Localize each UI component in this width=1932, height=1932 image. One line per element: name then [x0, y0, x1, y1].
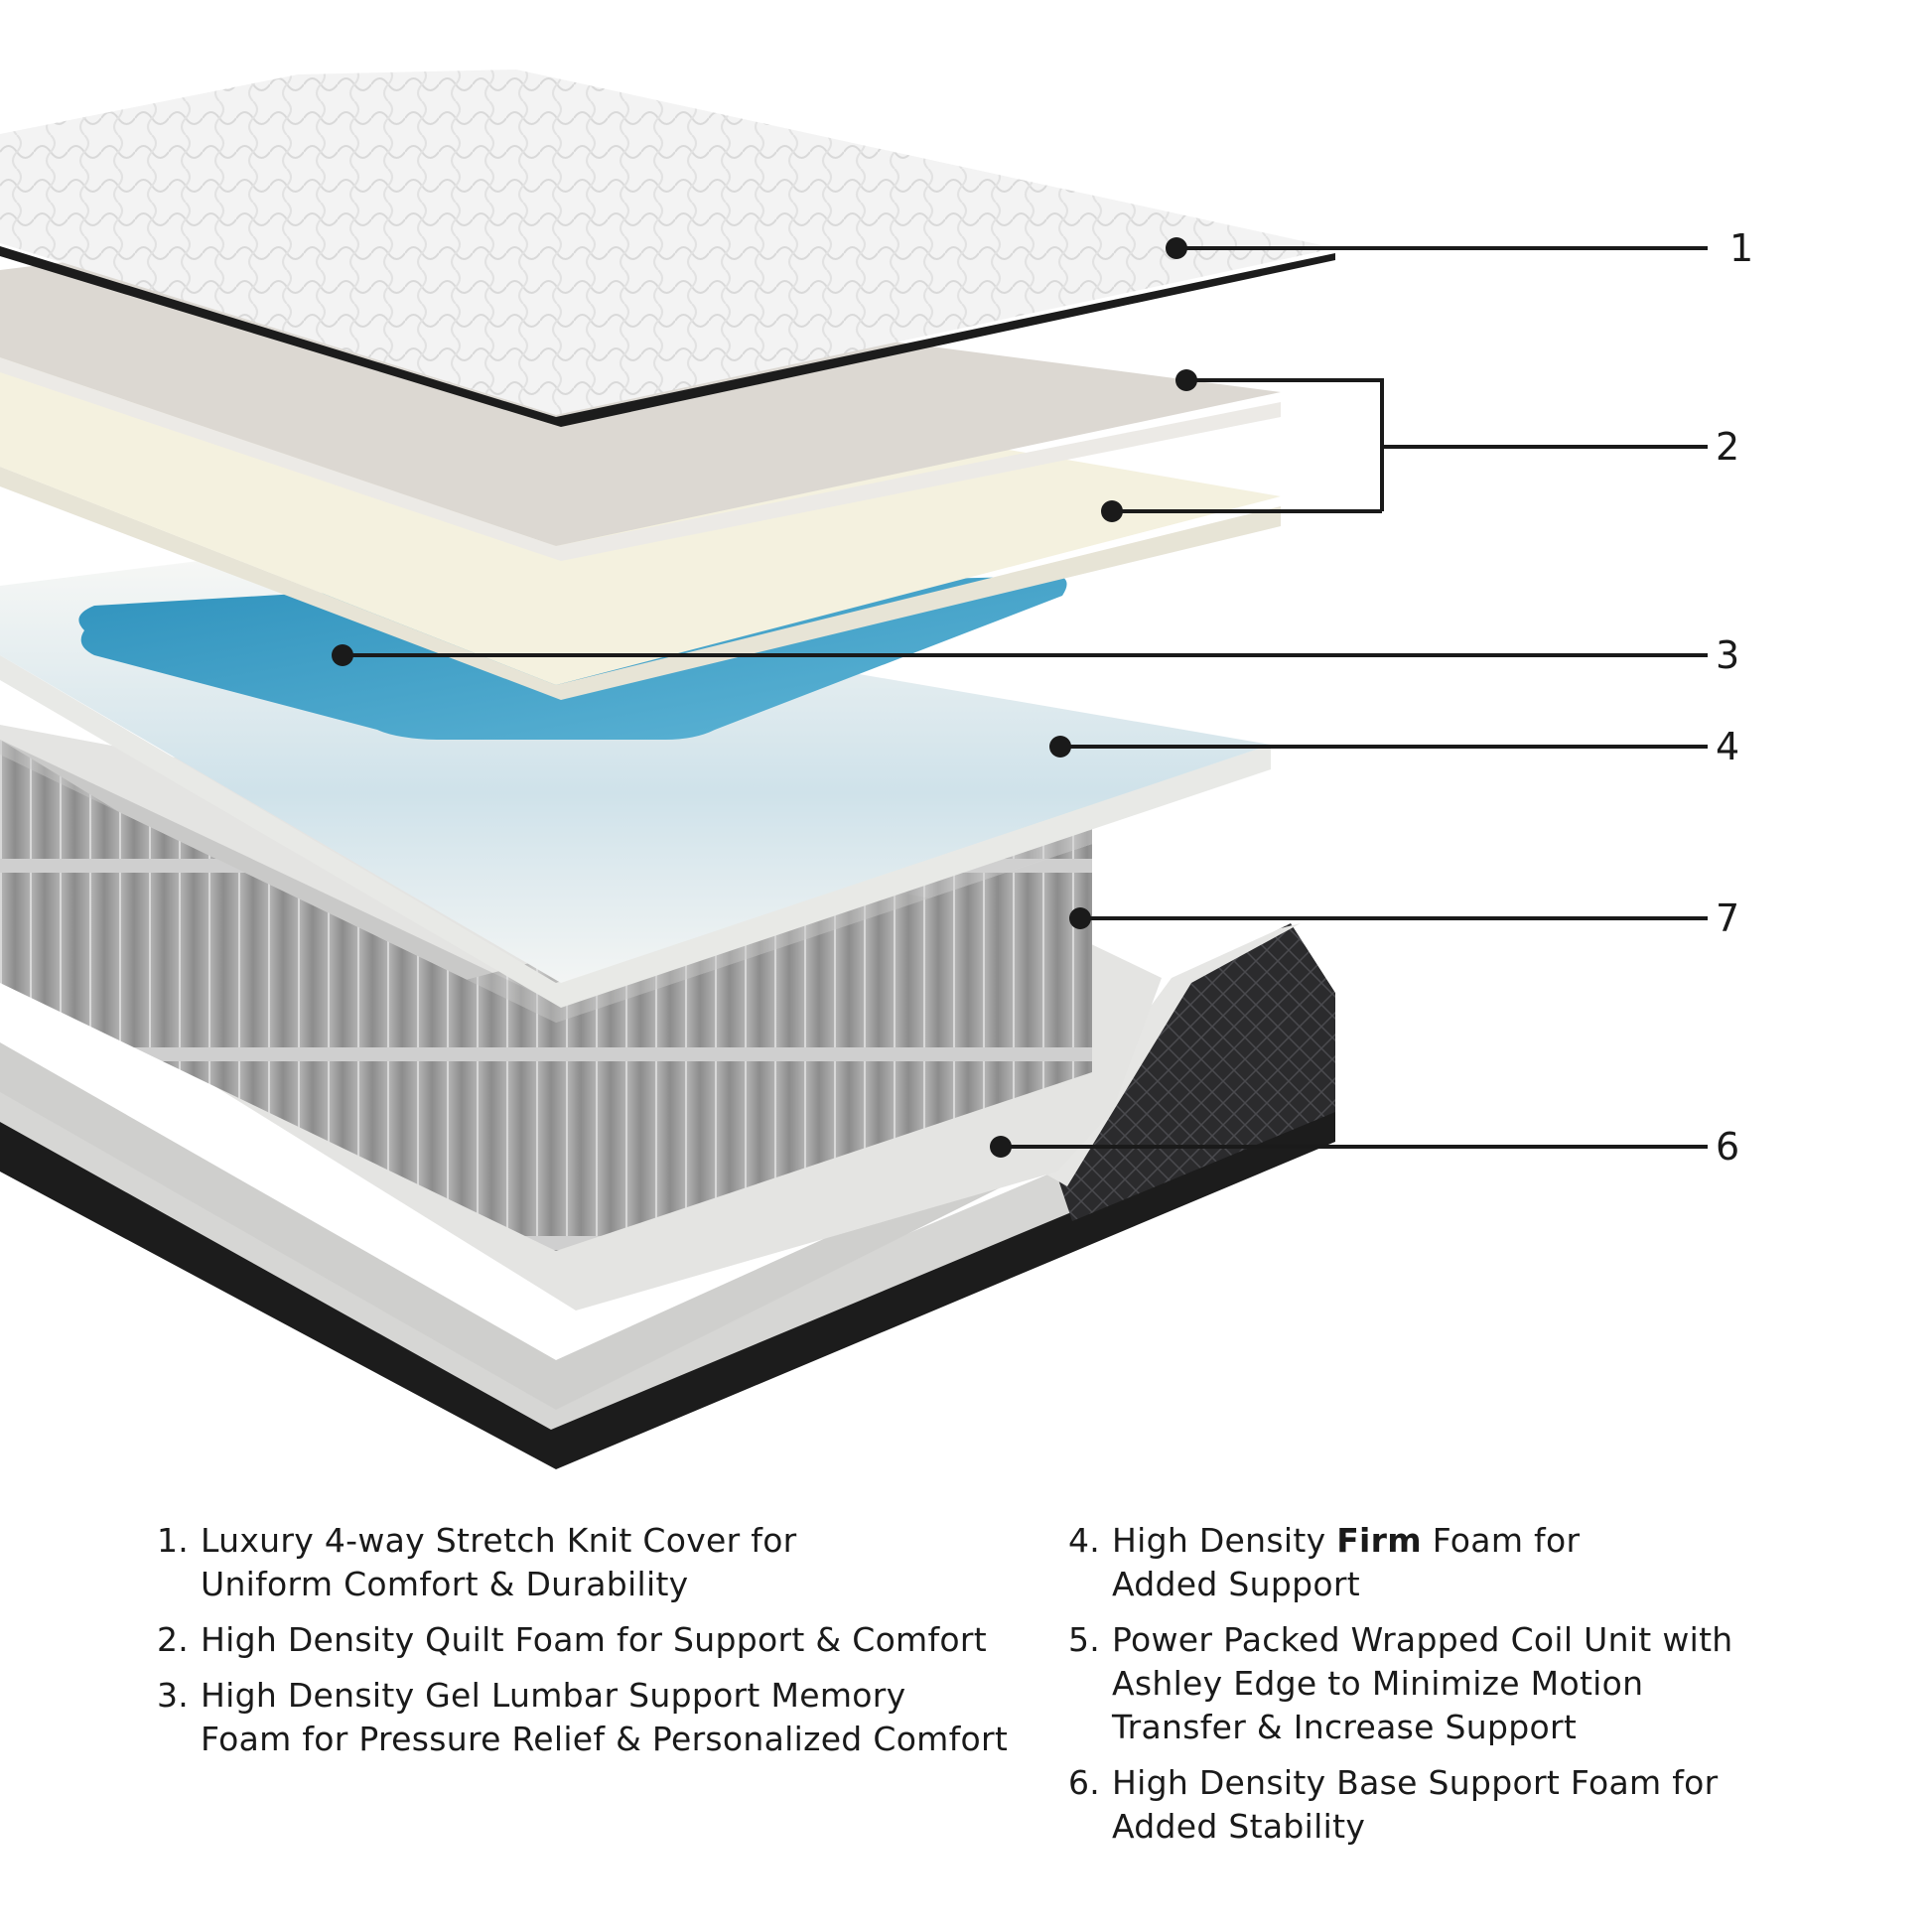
legend-item-number: 2. [157, 1620, 190, 1659]
callout-number-2: 2 [1716, 425, 1739, 469]
legend-item-number: 3. [157, 1676, 190, 1715]
legend-item-line: Ashley Edge to Minimize Motion [1112, 1664, 1644, 1703]
legend-text: High Density [1112, 1521, 1337, 1560]
legend-item-line: Luxury 4-way Stretch Knit Cover for [201, 1521, 797, 1560]
callout-line-2a [1186, 378, 1384, 511]
callout-number-1: 1 [1729, 226, 1753, 270]
legend-item-3: 3. High Density Gel Lumbar Support Memor… [157, 1674, 1031, 1761]
callout-numbers: 1 2 3 4 7 6 [1716, 226, 1753, 1169]
legend-text: Foam for [1421, 1521, 1581, 1560]
legend-item-6: 6. High Density Base Support Foam for Ad… [1068, 1761, 1863, 1849]
legend-bold-text: Firm [1336, 1521, 1422, 1560]
callout-dot-7 [1069, 907, 1091, 929]
legend-item-2: 2. High Density Quilt Foam for Support &… [157, 1618, 1031, 1662]
callout-number-6: 6 [1716, 1125, 1739, 1169]
legend-left-column: 1. Luxury 4-way Stretch Knit Cover for U… [157, 1519, 1031, 1773]
legend-item-line: Added Support [1112, 1565, 1360, 1603]
legend-item-line: High Density Firm Foam for [1112, 1519, 1863, 1563]
legend-item-number: 1. [157, 1521, 190, 1560]
callout-dot-2a [1175, 369, 1197, 391]
callout-dot-6 [990, 1136, 1012, 1158]
legend-item-line: High Density Base Support Foam for [1112, 1763, 1719, 1802]
callout-dot-3 [332, 644, 353, 666]
legend-item-number: 5. [1068, 1620, 1101, 1659]
legend-item-line: Transfer & Increase Support [1112, 1708, 1578, 1746]
callout-number-7: 7 [1716, 897, 1739, 940]
knit-cover-layer [0, 69, 1335, 427]
callout-dots [332, 237, 1197, 1158]
legend-item-line: Added Stability [1112, 1807, 1366, 1846]
legend-item-4: 4. High Density Firm Foam for Added Supp… [1068, 1519, 1863, 1606]
legend-item-number: 4. [1068, 1521, 1101, 1560]
callout-lines [343, 246, 1708, 1149]
callout-dot-1 [1166, 237, 1187, 259]
legend-right-column: 4. High Density Firm Foam for Added Supp… [1068, 1519, 1863, 1861]
callout-dot-4 [1049, 736, 1071, 758]
legend-item-number: 6. [1068, 1763, 1101, 1802]
legend-item-line: High Density Quilt Foam for Support & Co… [201, 1620, 988, 1659]
legend-item-1: 1. Luxury 4-way Stretch Knit Cover for U… [157, 1519, 1031, 1606]
legend-item-line: High Density Gel Lumbar Support Memory [201, 1676, 906, 1715]
wrapped-coil-unit [0, 740, 1092, 1251]
legend-item-line: Power Packed Wrapped Coil Unit with [1112, 1620, 1733, 1659]
mattress-layers-diagram: 1 2 3 4 7 6 [0, 69, 1753, 1469]
callout-dot-2b [1101, 500, 1123, 522]
callout-number-4: 4 [1716, 725, 1739, 768]
legend-item-line: Uniform Comfort & Durability [201, 1565, 689, 1603]
legend-item-line: Foam for Pressure Relief & Personalized … [201, 1720, 1009, 1758]
legend-item-5: 5. Power Packed Wrapped Coil Unit with A… [1068, 1618, 1863, 1749]
callout-number-3: 3 [1716, 633, 1739, 677]
